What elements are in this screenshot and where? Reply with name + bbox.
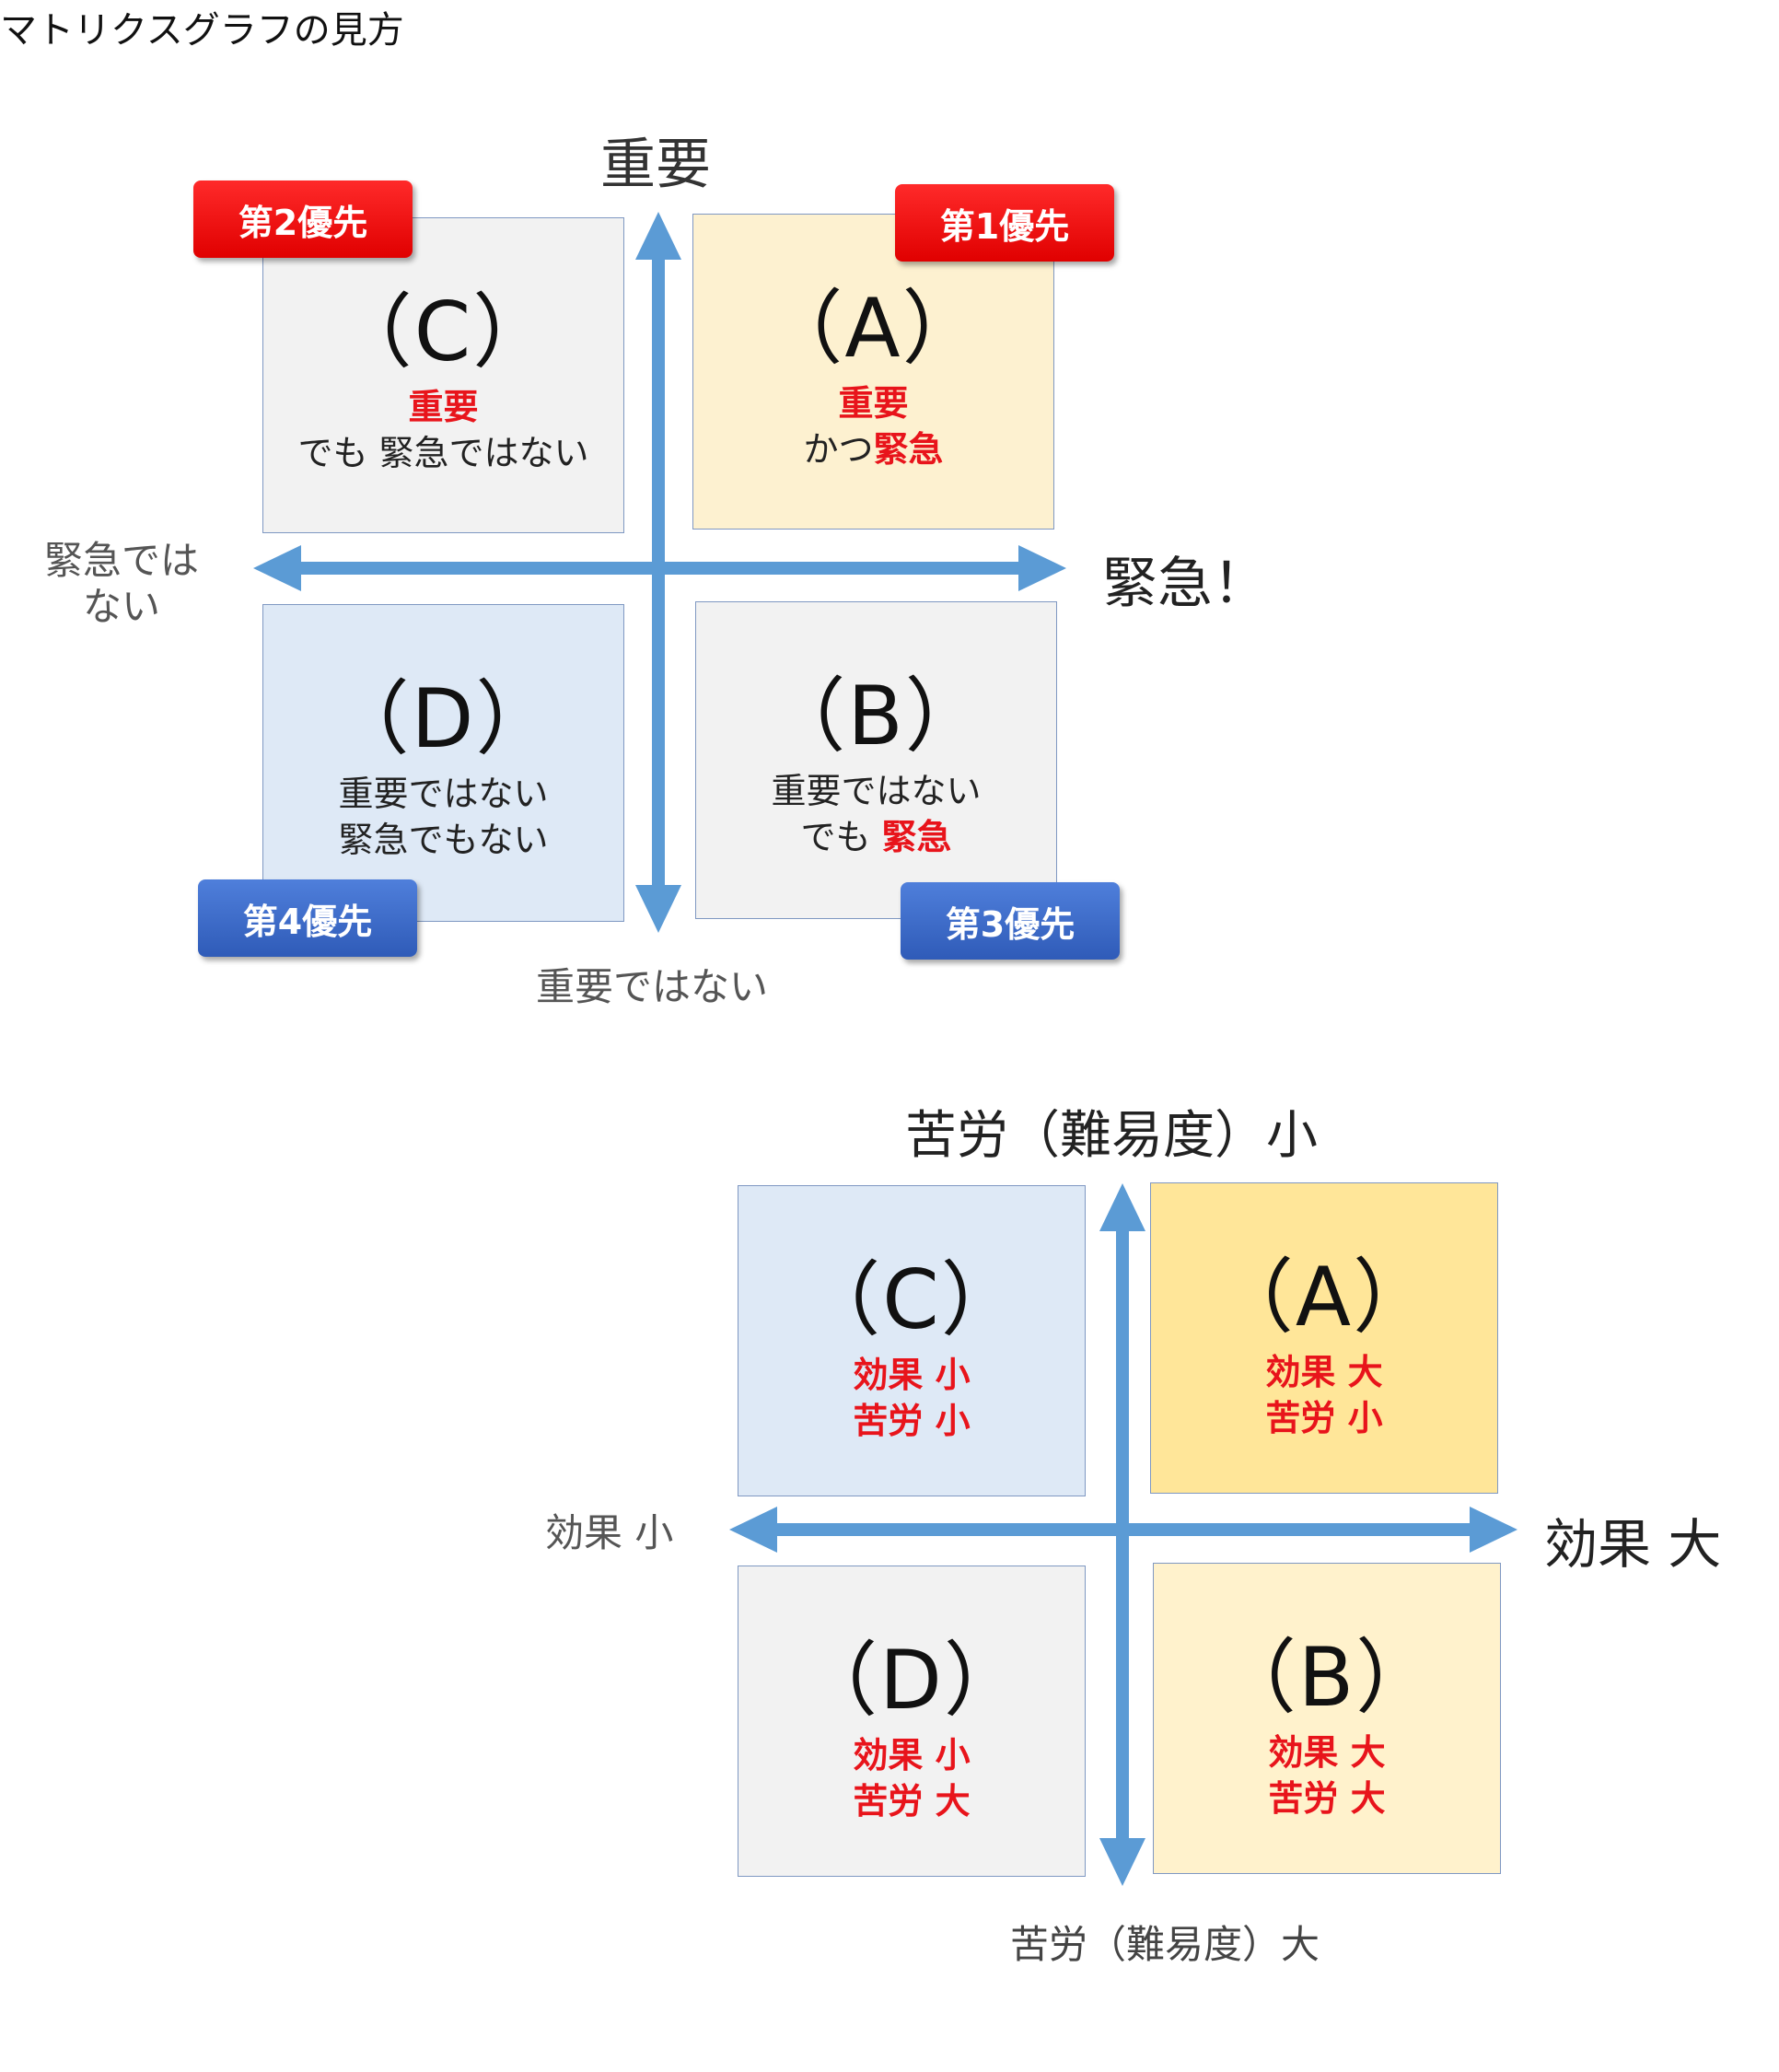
quadrant-b: （B） 効果 大 苦労 大 xyxy=(1153,1563,1501,1874)
arrow-left-icon xyxy=(729,1507,777,1553)
quadrant-line: 苦労 小 xyxy=(1265,1398,1383,1438)
quadrant-line: 苦労 大 xyxy=(853,1781,971,1822)
quadrant-line: 重要ではない xyxy=(338,774,549,814)
axis-label-top: 重要 xyxy=(600,133,711,197)
horizontal-axis-shaft xyxy=(760,1523,1487,1536)
quadrant-line: 重要ではない xyxy=(771,771,982,811)
axis-label-top: 苦労（難易度）小 xyxy=(905,1106,1318,1166)
quadrant-letter: （D） xyxy=(328,671,559,766)
quadrant-letter: （B） xyxy=(1215,1630,1439,1725)
quadrant-d: （D） 重要ではない 緊急でもない xyxy=(262,604,624,922)
quadrant-b: （B） 重要ではない でも 緊急 xyxy=(695,601,1057,919)
quadrant-line-emphasis: 緊急 xyxy=(881,817,952,857)
quadrant-letter: （C） xyxy=(799,1252,1024,1347)
axis-label-left-line: 緊急では xyxy=(44,538,200,583)
quadrant-c: （C） 効果 小 苦労 小 xyxy=(738,1185,1086,1496)
axis-label-bottom: 重要ではない xyxy=(536,964,769,1009)
quadrant-a: （A） 効果 大 苦労 小 xyxy=(1150,1182,1498,1494)
quadrant-line: 緊急でもない xyxy=(338,820,549,860)
quadrant-line: 苦労 大 xyxy=(1268,1778,1386,1819)
quadrant-line: かつ緊急 xyxy=(803,426,943,472)
quadrant-line-prefix: でも xyxy=(800,817,882,857)
quadrant-line: 苦労 小 xyxy=(853,1401,971,1441)
quadrant-d: （D） 効果 小 苦労 大 xyxy=(738,1566,1086,1877)
page-title: マトリクスグラフの見方 xyxy=(0,9,404,52)
axis-label-left: 緊急では ない xyxy=(44,538,199,630)
axis-label-right: 緊急！ xyxy=(1102,552,1268,616)
arrow-right-icon xyxy=(1018,545,1066,591)
quadrant-letter: （B） xyxy=(764,669,988,763)
priority-badge-4: 第4優先 xyxy=(198,879,417,957)
priority-badge-2: 第2優先 xyxy=(193,180,413,258)
arrow-down-icon xyxy=(635,885,681,933)
quadrant-line: 効果 大 xyxy=(1265,1352,1383,1392)
arrow-down-icon xyxy=(1099,1838,1145,1886)
axis-label-bottom: 苦労（難易度）大 xyxy=(1010,1922,1320,1967)
quadrant-line: でも 緊急ではない xyxy=(297,433,589,473)
arrow-left-icon xyxy=(253,545,301,591)
quadrant-c: （C） 重要 でも 緊急ではない xyxy=(262,217,624,533)
quadrant-letter: （A） xyxy=(1212,1250,1436,1344)
quadrant-line: 効果 小 xyxy=(853,1355,971,1395)
quadrant-line-prefix: かつ xyxy=(803,429,874,470)
quadrant-a: （A） 重要 かつ緊急 xyxy=(692,214,1054,530)
horizontal-axis-shaft xyxy=(285,562,1041,575)
quadrant-line: でも 緊急 xyxy=(800,814,951,860)
arrow-up-icon xyxy=(635,212,681,260)
quadrant-letter: （C） xyxy=(331,285,556,379)
arrow-right-icon xyxy=(1470,1507,1517,1553)
priority-badge-3: 第3優先 xyxy=(901,882,1120,960)
axis-label-right: 効果 大 xyxy=(1544,1513,1722,1576)
priority-badge-1: 第1優先 xyxy=(895,184,1114,262)
quadrant-line: 効果 大 xyxy=(1268,1732,1386,1773)
quadrant-line: 重要 xyxy=(838,383,909,424)
quadrant-line: 効果 小 xyxy=(853,1735,971,1775)
quadrant-letter: （D） xyxy=(796,1633,1027,1728)
axis-label-left-line: ない xyxy=(83,584,161,629)
quadrant-line-emphasis: 緊急 xyxy=(873,429,944,470)
quadrant-letter: （A） xyxy=(762,281,985,376)
axis-label-left: 効果 小 xyxy=(545,1510,674,1555)
quadrant-line: 重要 xyxy=(408,387,479,427)
arrow-up-icon xyxy=(1099,1183,1145,1231)
